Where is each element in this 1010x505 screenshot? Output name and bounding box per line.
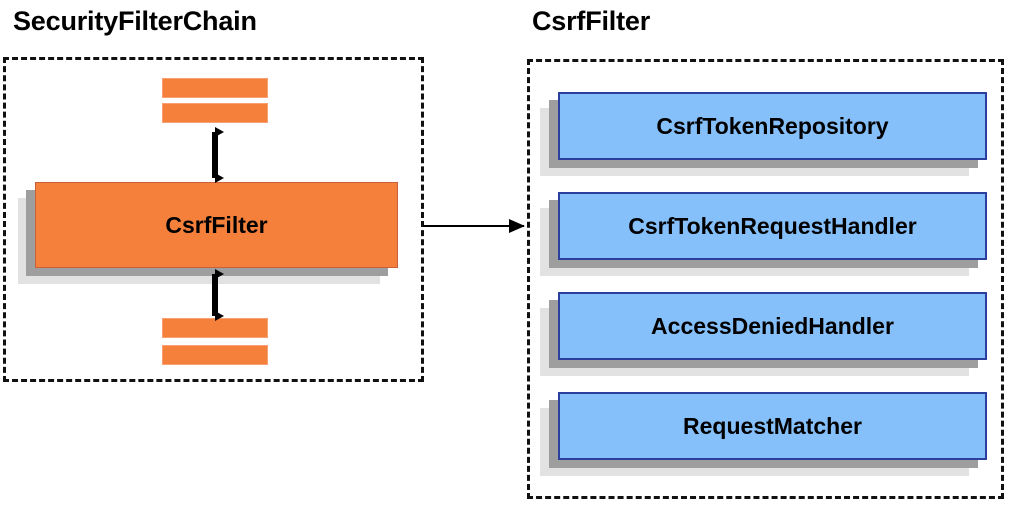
panel-csrffilter [527,59,1004,499]
block-accessdeniedhandler-label: AccessDeniedHandler [651,312,894,339]
block-csrftokenrepository[interactable]: CsrfTokenRepository [558,92,987,160]
panel-title-csrffilter: CsrfFilter [532,6,651,36]
filter-bar-bottom-2[interactable] [162,345,268,365]
panel-title-securityfilterchain: SecurityFilterChain [13,6,257,36]
block-csrftokenrequesthandler-label: CsrfTokenRequestHandler [628,212,917,239]
block-requestmatcher-label: RequestMatcher [683,412,862,439]
filter-bar-top-1[interactable] [162,78,268,98]
block-csrftokenrepository-label: CsrfTokenRepository [656,112,889,139]
filter-bar-top-2[interactable] [162,103,268,123]
filter-bar-bottom-1[interactable] [162,318,268,338]
block-csrffilter[interactable]: CsrfFilter [35,182,398,268]
panel-securityfilterchain [3,57,424,382]
block-csrffilter-label: CsrfFilter [165,211,268,238]
block-csrftokenrequesthandler[interactable]: CsrfTokenRequestHandler [558,192,987,260]
block-requestmatcher[interactable]: RequestMatcher [558,392,987,460]
block-accessdeniedhandler[interactable]: AccessDeniedHandler [558,292,987,360]
